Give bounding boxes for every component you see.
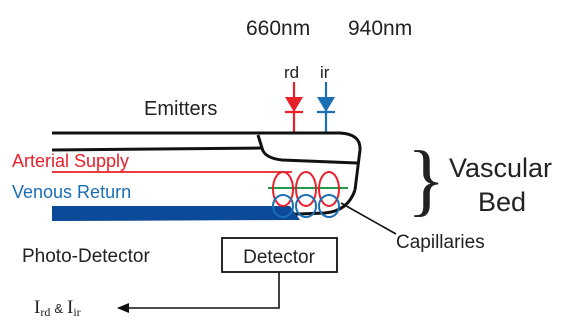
arterial-supply-label: Arterial Supply	[12, 151, 129, 171]
venous-return-band	[52, 206, 300, 221]
finger-outline	[51, 131, 362, 217]
capillary-loops	[268, 171, 348, 218]
vascular-label: Vascular	[449, 153, 552, 183]
wavelength-940-label: 940nm	[348, 17, 412, 40]
red-emitter-icon	[285, 82, 303, 133]
ir-label: ir	[320, 63, 330, 82]
photo-detector-label: Photo-Detector	[22, 246, 150, 267]
curly-brace-icon: }	[407, 136, 445, 224]
ir-emitter-icon	[317, 82, 335, 133]
capillaries-pointer	[340, 202, 397, 235]
emitters-label: Emitters	[144, 98, 217, 120]
venous-return-label: Venous Return	[12, 182, 131, 202]
rd-label: rd	[284, 63, 299, 82]
detector-box-label: Detector	[243, 247, 315, 268]
bed-label: Bed	[478, 187, 526, 217]
output-wire	[117, 272, 280, 313]
capillaries-label: Capillaries	[396, 232, 485, 253]
wavelength-660-label: 660nm	[246, 17, 310, 40]
output-signal-label: Ird&Iir	[34, 297, 81, 319]
